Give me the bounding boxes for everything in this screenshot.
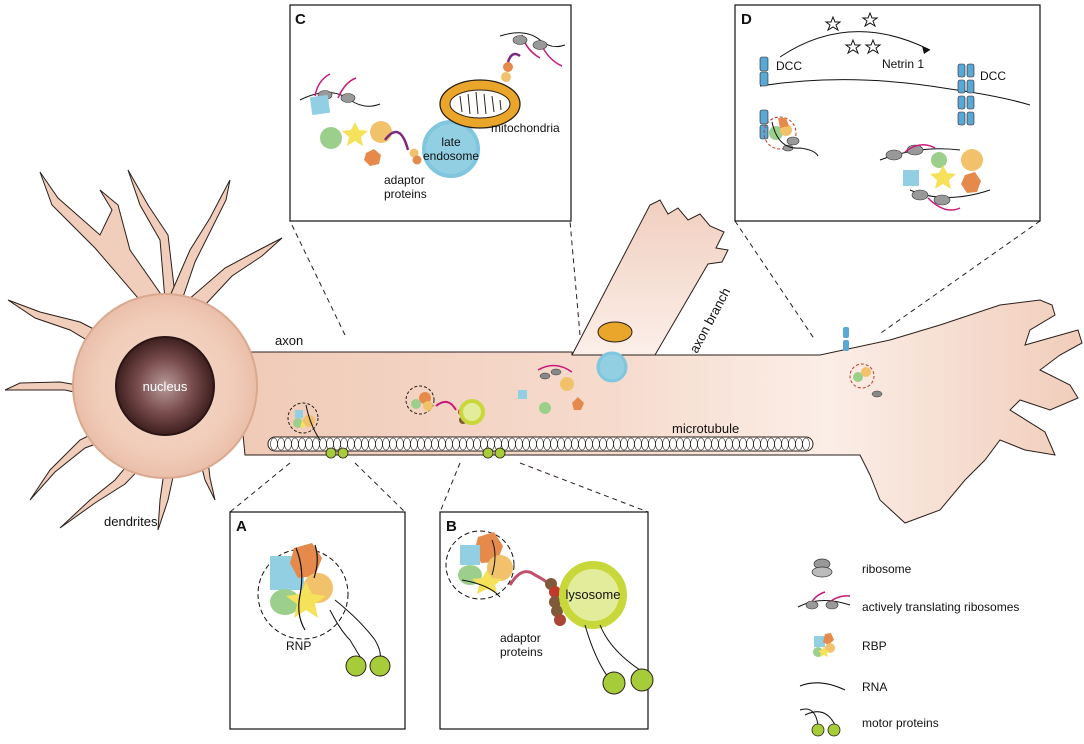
mitochondria-label: mitochondria [491,121,560,135]
dcc-receptor-right [957,63,975,126]
motor-protein-icon-legend [799,708,841,737]
panel-connectors [229,220,1041,513]
rbp-icon [813,633,835,657]
axon-label: axon [275,333,303,348]
legend [797,558,851,737]
late-label: late [441,135,461,149]
axon-branch-label: axon branch [686,285,733,355]
soma [72,293,258,479]
axon [234,299,1083,524]
polysome-c2 [499,32,566,67]
netrin-star-icons [824,11,882,55]
cargo-rnp-left [287,402,349,459]
rnp-docked [763,116,819,157]
panel-a [229,511,406,730]
netrin-label: Netrin 1 [882,57,924,71]
panel-c-letter: C [295,11,306,28]
dcc-right-label: DCC [980,69,1006,83]
b-adaptor-line2: proteins [500,645,543,659]
legend-label-rna: RNA [862,680,887,694]
mitochondria-c [439,79,521,129]
translating-cluster-d [879,144,991,211]
cargo-dcc-tip [843,327,883,398]
legend-label-ribosome: ribosome [862,562,912,576]
dcc-left-label: DCC [776,59,802,73]
c-adaptor-line1: adaptor [384,173,425,187]
panel-d [734,4,1041,222]
endosome-label: endosome [423,149,479,163]
lysosome-label: lysosome [566,587,621,602]
cargo-lysosome [405,385,506,459]
dendrites-label: dendrites [104,514,158,529]
panel-b [439,511,654,730]
nucleus-label: nucleus [143,379,188,394]
microtubule-ring [802,437,810,451]
b-adaptor-line1: adaptor [500,631,541,645]
motor-protein-icon [325,447,337,459]
cargo-endosome-mito [518,321,633,414]
panel-b-letter: B [446,518,457,535]
nucleus [115,336,215,436]
panel-d-letter: D [741,11,752,28]
rnp-label: RNP [286,639,311,653]
dendrites [4,169,283,531]
panel-a-letter: A [236,518,247,535]
legend-label-motor: motor proteins [862,716,939,730]
legend-label-rbp: RBP [862,639,887,653]
ribosome-icon [811,558,833,578]
legend-label-polysome: actively translating ribosomes [862,600,1019,614]
polysome-icon [797,591,851,610]
axon-branch [571,199,729,356]
c-adaptor-line2: proteins [384,187,427,201]
rna-icon [799,682,846,691]
panel-c [289,4,572,222]
microtubule [267,436,814,452]
microtubule-label: microtubule [672,421,739,436]
